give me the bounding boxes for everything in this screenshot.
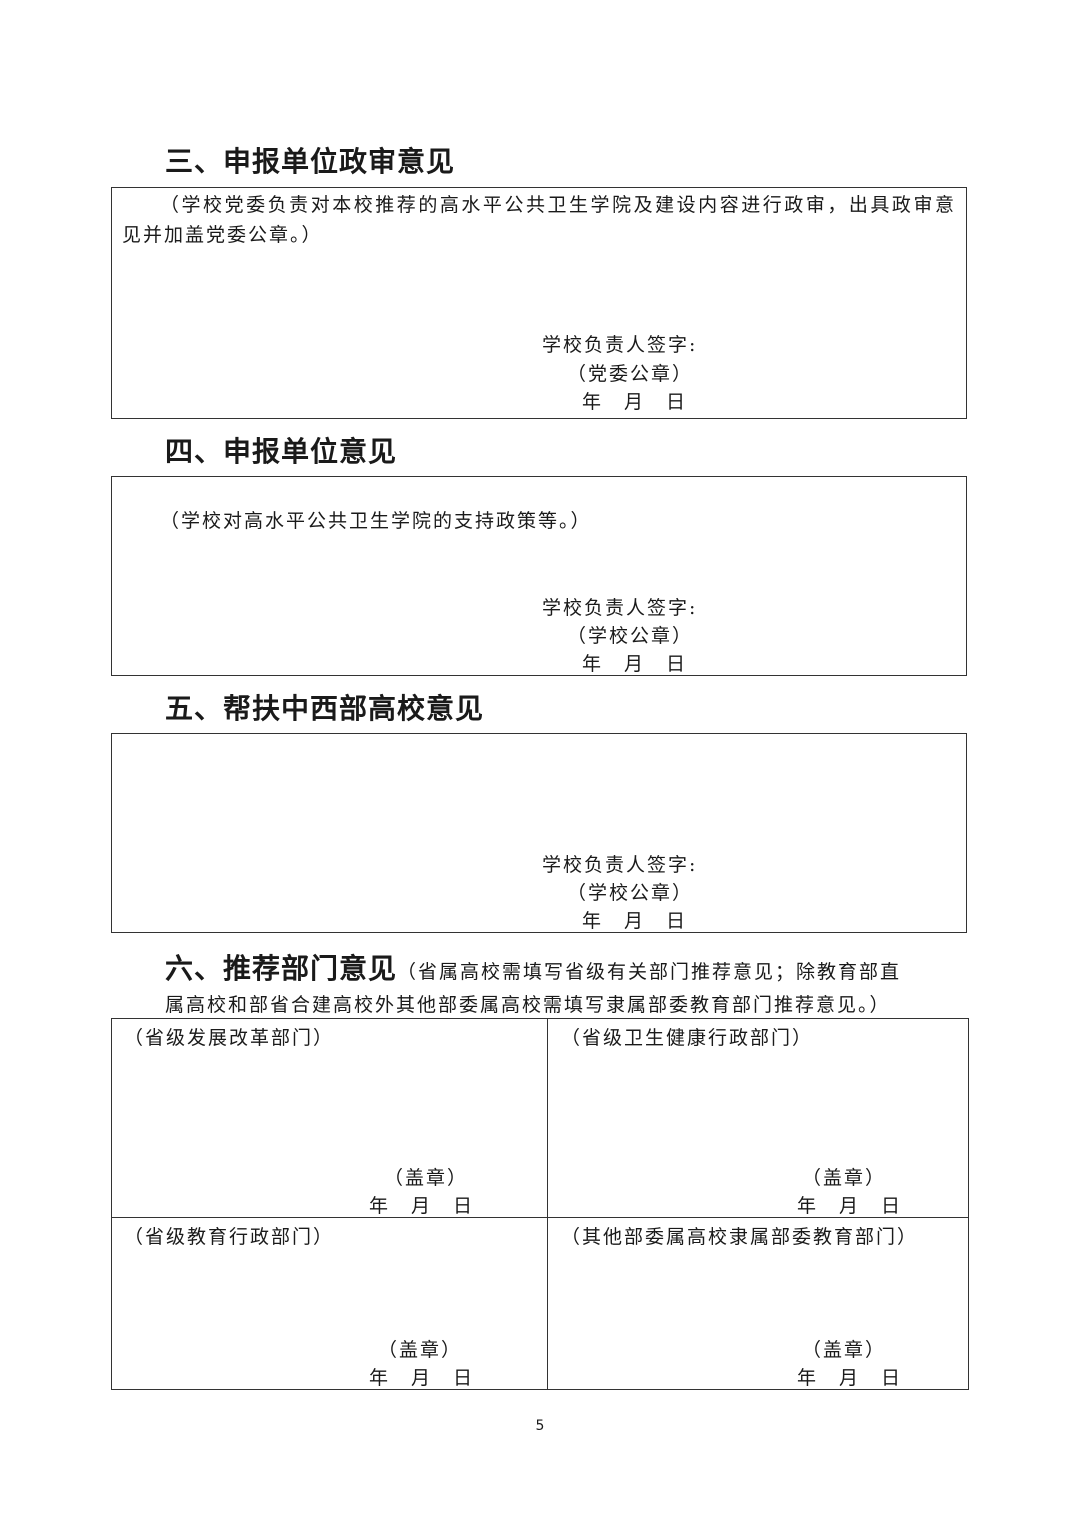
section6-heading-row: 六、推荐部门意见（省属高校需填写省级有关部门推荐意见；除教育部直 <box>165 947 901 987</box>
recommendation-table: （省级发展改革部门） （盖章） 年 月 日 （省级卫生健康行政部门） （盖章） … <box>111 1018 969 1390</box>
table-vertical-divider <box>547 1019 548 1389</box>
section3-heading: 三、申报单位政审意见 <box>165 145 456 178</box>
section3-instruction: （学校党委负责对本校推荐的高水平公共卫生学院及建设内容进行政审，出具政审意见并加… <box>122 194 956 246</box>
cell-education-label: （省级教育行政部门） <box>124 1226 335 1248</box>
table-horizontal-divider <box>112 1217 968 1218</box>
cell-dev-reform-label: （省级发展改革部门） <box>124 1027 335 1049</box>
section5-opinion-box[interactable]: 学校负责人签字: （学校公章） 年 月 日 <box>111 733 967 933</box>
cell-health-label: （省级卫生健康行政部门） <box>561 1027 814 1049</box>
cell-health-seal: （盖章） <box>802 1167 887 1189</box>
section4-instruction: （学校对高水平公共卫生学院的支持政策等。） <box>160 510 592 532</box>
cell-dev-reform-seal: （盖章） <box>384 1167 469 1189</box>
cell-health-date: 年 月 日 <box>797 1195 903 1217</box>
section5-heading: 五、帮扶中西部高校意见 <box>165 692 485 725</box>
section4-date-label: 年 月 日 <box>582 653 688 675</box>
section4-seal-label: （学校公章） <box>567 625 694 647</box>
section4-signature-label: 学校负责人签字: <box>542 597 698 619</box>
section5-seal-label: （学校公章） <box>567 882 694 904</box>
section4-heading: 四、申报单位意见 <box>165 435 398 468</box>
cell-education-date: 年 月 日 <box>369 1367 475 1389</box>
cell-dev-reform-date: 年 月 日 <box>369 1195 475 1217</box>
section6-note-line2: 属高校和部省合建高校外其他部委属高校需填写隶属部委教育部门推荐意见。） <box>165 994 891 1016</box>
section3-opinion-box[interactable]: （学校党委负责对本校推荐的高水平公共卫生学院及建设内容进行政审，出具政审意见并加… <box>111 187 967 419</box>
section6-note-line1: （省属高校需填写省级有关部门推荐意见；除教育部直 <box>397 961 902 983</box>
section4-opinion-box[interactable]: （学校对高水平公共卫生学院的支持政策等。） 学校负责人签字: （学校公章） 年 … <box>111 476 967 676</box>
cell-ministry-date: 年 月 日 <box>797 1367 903 1389</box>
cell-ministry-label: （其他部委属高校隶属部委教育部门） <box>561 1226 919 1248</box>
cell-education-seal: （盖章） <box>378 1339 463 1361</box>
section3-signature-label: 学校负责人签字: <box>542 334 698 356</box>
section3-date-label: 年 月 日 <box>582 391 688 413</box>
section6-heading: 六、推荐部门意见 <box>165 952 398 985</box>
page-number: 5 <box>535 1418 545 1434</box>
cell-ministry-seal: （盖章） <box>802 1339 887 1361</box>
section5-date-label: 年 月 日 <box>582 910 688 932</box>
section5-signature-label: 学校负责人签字: <box>542 854 698 876</box>
section3-seal-label: （党委公章） <box>567 363 694 385</box>
